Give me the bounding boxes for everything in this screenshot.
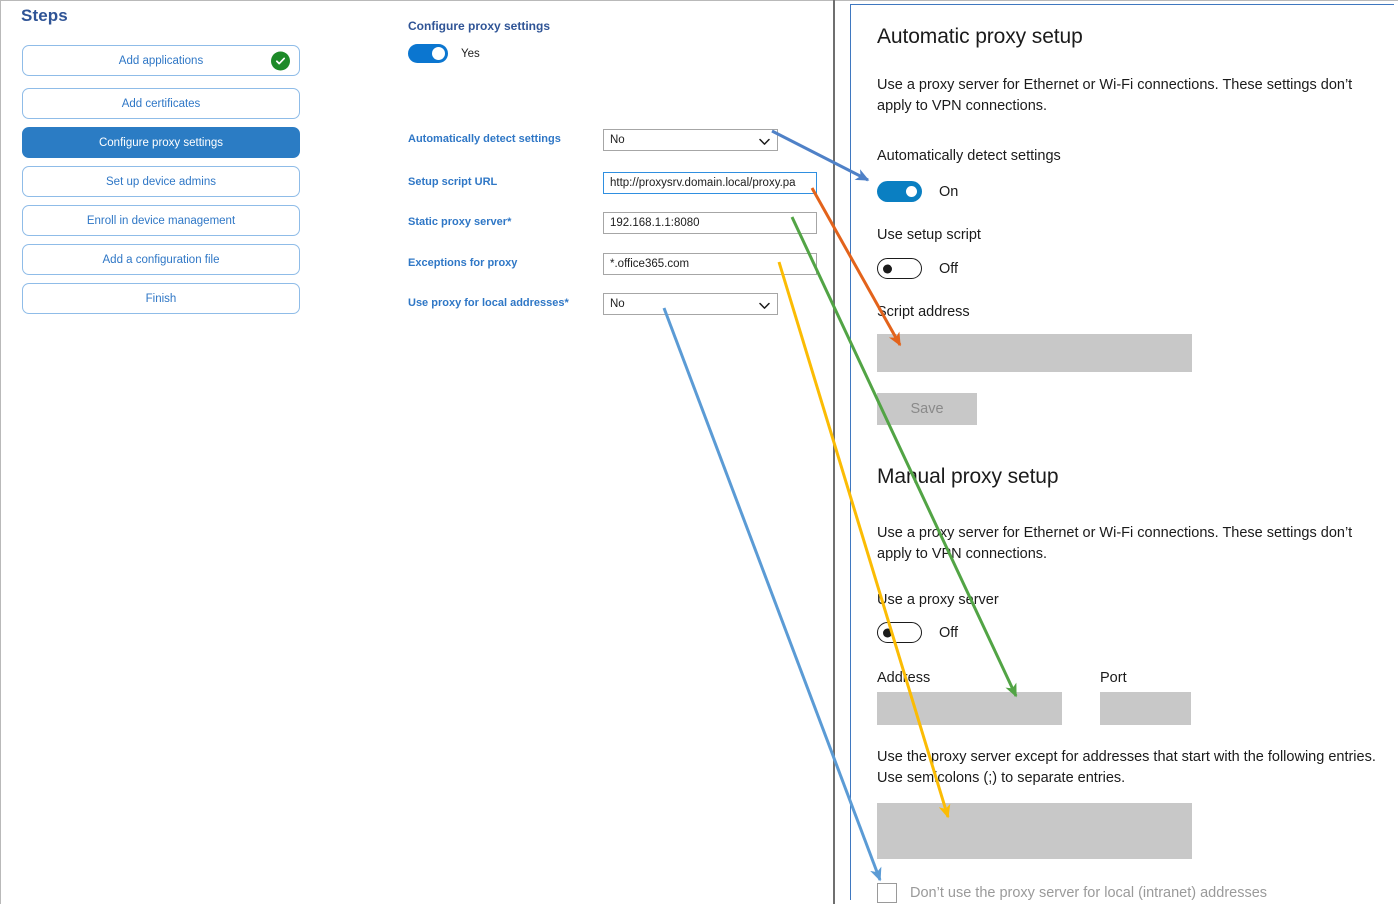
automatic-proxy-setup-heading: Automatic proxy setup xyxy=(877,25,1083,48)
step-button-enroll-in-device-management[interactable]: Enroll in device management xyxy=(22,205,300,236)
steps-title: Steps xyxy=(21,6,68,25)
use-setup-script-label: Use setup script xyxy=(877,227,981,243)
save-button[interactable]: Save xyxy=(877,393,977,425)
window-left-border xyxy=(0,0,1,904)
step-button-finish[interactable]: Finish xyxy=(22,283,300,314)
form-row-static-proxy-server: Static proxy server* 192.168.1.1:8080 xyxy=(331,212,833,238)
required-asterisk: * xyxy=(564,297,569,309)
form-row-automatically-detect-settings: Automatically detect settings No xyxy=(331,129,833,155)
field-value: http://proxysrv.domain.local/proxy.pa xyxy=(610,177,796,189)
toggle-state-label: Yes xyxy=(461,47,480,60)
manual-proxy-setup-heading: Manual proxy setup xyxy=(877,465,1059,488)
form-row-exceptions-for-proxy: Exceptions for proxy *.office365.com xyxy=(331,253,833,279)
select-automatically-detect-settings[interactable]: No xyxy=(603,129,778,151)
field-label-setup-script-url: Setup script URL xyxy=(408,176,497,188)
toggle-switch-on[interactable] xyxy=(408,44,448,63)
step-button-add-a-configuration-file[interactable]: Add a configuration file xyxy=(22,244,300,275)
proxy-exceptions-description: Use the proxy server except for addresse… xyxy=(877,749,1376,786)
step-label: Configure proxy settings xyxy=(98,136,223,149)
proxy-form-panel: Configure proxy settings Yes Automatical… xyxy=(331,0,833,904)
step-label: Enroll in device management xyxy=(86,214,236,227)
field-value: 192.168.1.1:8080 xyxy=(610,217,700,229)
field-label-text: Exceptions for proxy xyxy=(408,257,518,269)
input-setup-script-url[interactable]: http://proxysrv.domain.local/proxy.pa xyxy=(603,172,817,194)
chevron-down-icon[interactable] xyxy=(759,137,770,145)
step-label: Finish xyxy=(145,292,177,305)
address-input[interactable] xyxy=(877,692,1062,725)
use-a-proxy-server-toggle[interactable]: Off xyxy=(877,622,958,643)
step-label: Add certificates xyxy=(121,97,201,110)
automatically-detect-settings-label: Automatically detect settings xyxy=(877,148,1061,164)
step-button-add-applications[interactable]: Add applications xyxy=(22,45,300,76)
script-address-label: Script address xyxy=(877,304,970,320)
automatic-proxy-description: Use a proxy server for Ethernet or Wi-Fi… xyxy=(877,77,1353,114)
form-row-setup-script-url: Setup script URL http://proxysrv.domain.l… xyxy=(331,172,833,198)
use-setup-script-toggle[interactable]: Off xyxy=(877,258,958,279)
field-label-text: Static proxy server xyxy=(408,216,508,228)
field-value: No xyxy=(610,298,625,310)
bypass-local-addresses-row[interactable]: Don’t use the proxy server for local (in… xyxy=(877,883,1267,903)
window-top-border xyxy=(0,0,1398,1)
step-label: Add a configuration file xyxy=(102,253,220,266)
field-value: No xyxy=(610,134,625,146)
input-static-proxy-server[interactable]: 192.168.1.1:8080 xyxy=(603,212,817,234)
field-label-text: Automatically detect settings xyxy=(408,133,561,145)
select-use-proxy-for-local-addresses[interactable]: No xyxy=(603,293,778,315)
input-exceptions-for-proxy[interactable]: *.office365.com xyxy=(603,253,817,275)
required-asterisk: * xyxy=(507,216,512,228)
port-label: Port xyxy=(1100,670,1127,686)
toggle-state-label: Off xyxy=(939,260,959,277)
use-a-proxy-server-label: Use a proxy server xyxy=(877,592,999,608)
field-label-static-proxy-server: Static proxy server* xyxy=(408,216,511,228)
address-label: Address xyxy=(877,670,931,686)
step-button-set-up-device-admins[interactable]: Set up device admins xyxy=(22,166,300,197)
step-label: Add applications xyxy=(118,54,204,67)
step-button-configure-proxy-settings[interactable]: Configure proxy settings xyxy=(22,127,300,158)
bypass-local-addresses-checkbox[interactable] xyxy=(877,883,897,903)
port-input[interactable] xyxy=(1100,692,1191,725)
toggle-switch-on[interactable] xyxy=(877,181,922,202)
panel-divider xyxy=(833,0,835,904)
step-label: Set up device admins xyxy=(106,175,216,188)
field-label-automatically-detect-settings: Automatically detect settings xyxy=(408,133,561,145)
automatically-detect-settings-toggle[interactable]: On xyxy=(877,181,958,202)
windows-proxy-settings-panel: Automatic proxy setup Use a proxy server… xyxy=(850,4,1394,903)
field-label-use-proxy-for-local-addresses: Use proxy for local addresses* xyxy=(408,297,569,309)
toggle-switch-off[interactable] xyxy=(877,622,922,643)
toggle-switch-off[interactable] xyxy=(877,258,922,279)
configure-proxy-toggle[interactable]: Yes xyxy=(408,44,480,63)
proxy-exceptions-input[interactable] xyxy=(877,803,1192,859)
script-address-input[interactable] xyxy=(877,334,1192,372)
step-button-add-certificates[interactable]: Add certificates xyxy=(22,88,300,119)
check-circle-icon xyxy=(271,51,290,70)
form-row-use-proxy-for-local-addresses: Use proxy for local addresses* No xyxy=(331,293,833,319)
field-label-text: Use proxy for local addresses xyxy=(408,297,565,309)
manual-proxy-description: Use a proxy server for Ethernet or Wi-Fi… xyxy=(877,525,1353,562)
toggle-state-label: Off xyxy=(939,624,959,641)
field-value: *.office365.com xyxy=(610,258,690,270)
field-label-exceptions-for-proxy: Exceptions for proxy xyxy=(408,257,517,269)
bypass-local-addresses-label: Don’t use the proxy server for local (in… xyxy=(910,885,1268,901)
toggle-state-label: On xyxy=(939,183,959,200)
form-heading: Configure proxy settings xyxy=(408,19,551,33)
field-label-text: Setup script URL xyxy=(408,176,498,188)
chevron-down-icon[interactable] xyxy=(759,301,770,309)
